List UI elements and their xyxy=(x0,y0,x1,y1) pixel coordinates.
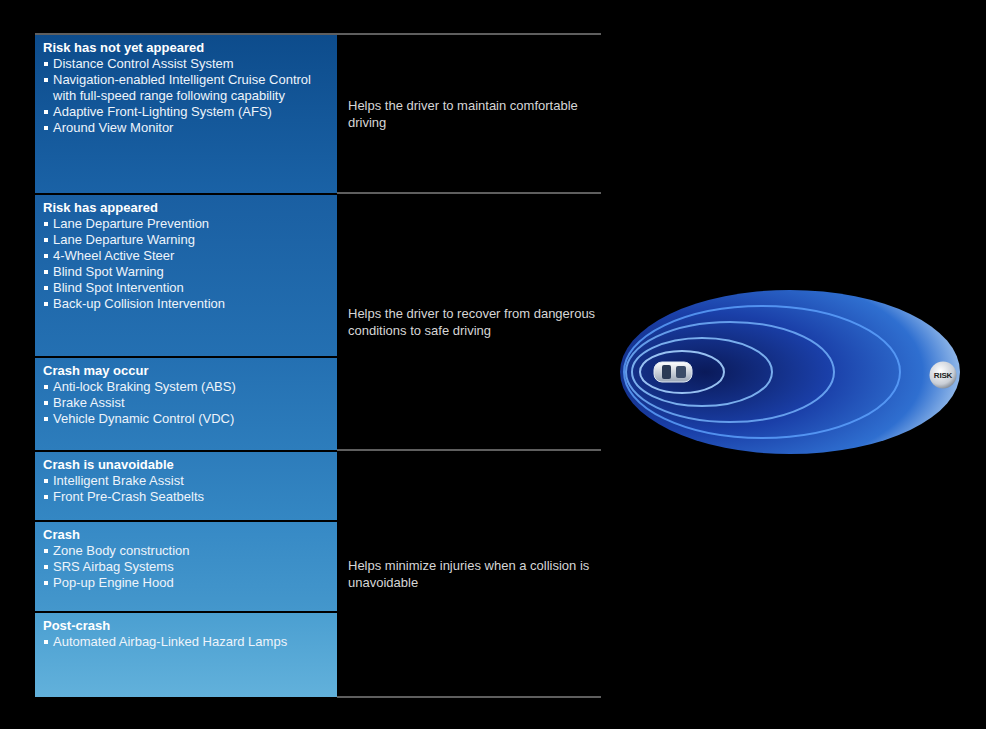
bullet-mark xyxy=(44,581,48,585)
heading-text: Crash is unavoidable xyxy=(43,457,174,472)
zone-ring xyxy=(640,351,724,393)
risk-zones xyxy=(620,290,960,454)
heading-text: Crash xyxy=(43,527,80,542)
stage-band: Risk has not yet appearedDistance Contro… xyxy=(35,35,337,193)
item-text: 4-Wheel Active Steer xyxy=(53,248,174,263)
bullet-mark xyxy=(44,302,48,306)
item-text: Anti-lock Braking System (ABS) xyxy=(53,379,236,394)
heading-text: Crash may occur xyxy=(43,363,149,378)
bullet-mark xyxy=(44,549,48,553)
item-text: Blind Spot Intervention xyxy=(53,280,184,295)
stage-band: CrashZone Body constructionSRS Airbag Sy… xyxy=(35,522,337,611)
outer-zone xyxy=(620,290,960,454)
item-text: Around View Monitor xyxy=(53,120,173,135)
stage-heading: Crash is unavoidable xyxy=(43,457,329,473)
feature-item: Pop-up Engine Hood xyxy=(43,575,329,591)
bullet-mark xyxy=(44,110,48,114)
bullet-mark xyxy=(44,479,48,483)
bullet-mark xyxy=(44,495,48,499)
section-description: Helps the driver to maintain comfortable… xyxy=(348,97,598,131)
bullet-mark xyxy=(44,62,48,66)
feature-item: Around View Monitor xyxy=(43,120,329,136)
item-text: Front Pre-Crash Seatbelts xyxy=(53,489,204,504)
stage-heading: Post-crash xyxy=(43,618,329,634)
item-text: Brake Assist xyxy=(53,395,125,410)
item-text: Zone Body construction xyxy=(53,543,190,558)
bullet-mark xyxy=(44,417,48,421)
risk-circle: RISK xyxy=(929,361,957,389)
stage-heading: Crash xyxy=(43,527,329,543)
bullet-mark xyxy=(44,286,48,290)
zone-ring xyxy=(624,306,900,438)
bullet-mark xyxy=(44,254,48,258)
item-text: Adaptive Front-Lighting System (AFS) xyxy=(53,104,272,119)
item-text: Blind Spot Warning xyxy=(53,264,164,279)
heading-text: Risk has appeared xyxy=(43,200,158,215)
stage-band: Risk has appearedLane Departure Preventi… xyxy=(35,195,337,356)
stage-band: Crash is unavoidableIntelligent Brake As… xyxy=(35,452,337,520)
car xyxy=(654,362,692,382)
risk-label: RISK xyxy=(929,371,957,380)
feature-item: Anti-lock Braking System (ABS) xyxy=(43,379,329,395)
feature-item: Blind Spot Intervention xyxy=(43,280,329,296)
feature-item: Lane Departure Prevention xyxy=(43,216,329,232)
stage-band: Post-crashAutomated Airbag-Linked Hazard… xyxy=(35,613,337,697)
feature-item: Brake Assist xyxy=(43,395,329,411)
feature-item: Automated Airbag-Linked Hazard Lamps xyxy=(43,634,329,650)
divider-line xyxy=(337,697,601,698)
bullet-mark xyxy=(44,565,48,569)
divider-line xyxy=(337,450,601,451)
heading-text: Post-crash xyxy=(43,618,110,633)
feature-item: Back-up Collision Intervention xyxy=(43,296,329,312)
feature-item: SRS Airbag Systems xyxy=(43,559,329,575)
section-description: Helps the driver to recover from dangero… xyxy=(348,305,598,339)
feature-item: Intelligent Brake Assist xyxy=(43,473,329,489)
bullet-mark xyxy=(44,385,48,389)
bullet-mark xyxy=(44,401,48,405)
bullet-mark xyxy=(44,222,48,226)
item-text: SRS Airbag Systems xyxy=(53,559,174,574)
feature-item: Navigation-enabled Intelligent Cruise Co… xyxy=(43,72,329,104)
bullet-mark xyxy=(44,126,48,130)
item-text: Lane Departure Warning xyxy=(53,232,195,247)
item-text: Pop-up Engine Hood xyxy=(53,575,174,590)
bullet-mark xyxy=(44,238,48,242)
heading-text: Risk has not yet appeared xyxy=(43,40,204,55)
item-text: Distance Control Assist System xyxy=(53,56,234,71)
stage-band: Crash may occurAnti-lock Braking System … xyxy=(35,358,337,450)
item-text: Back-up Collision Intervention xyxy=(53,296,225,311)
divider-line xyxy=(337,193,601,194)
stage-heading: Crash may occur xyxy=(43,363,329,379)
feature-item: Vehicle Dynamic Control (VDC) xyxy=(43,411,329,427)
feature-item: Front Pre-Crash Seatbelts xyxy=(43,489,329,505)
item-text: Navigation-enabled Intelligent Cruise Co… xyxy=(53,72,311,103)
feature-item: Zone Body construction xyxy=(43,543,329,559)
item-text: Lane Departure Prevention xyxy=(53,216,209,231)
bullet-mark xyxy=(44,270,48,274)
stage-heading: Risk has appeared xyxy=(43,200,329,216)
zone-ring xyxy=(632,338,772,406)
bullet-mark xyxy=(44,640,48,644)
feature-item: Distance Control Assist System xyxy=(43,56,329,72)
feature-item: 4-Wheel Active Steer xyxy=(43,248,329,264)
section-description: Helps minimize injuries when a collision… xyxy=(348,557,598,591)
zone-ring xyxy=(626,322,834,422)
item-text: Automated Airbag-Linked Hazard Lamps xyxy=(53,634,287,649)
bullet-mark xyxy=(44,78,48,82)
feature-item: Lane Departure Warning xyxy=(43,232,329,248)
item-text: Intelligent Brake Assist xyxy=(53,473,184,488)
item-text: Vehicle Dynamic Control (VDC) xyxy=(53,411,234,426)
stage-heading: Risk has not yet appeared xyxy=(43,40,329,56)
feature-item: Blind Spot Warning xyxy=(43,264,329,280)
feature-item: Adaptive Front-Lighting System (AFS) xyxy=(43,104,329,120)
